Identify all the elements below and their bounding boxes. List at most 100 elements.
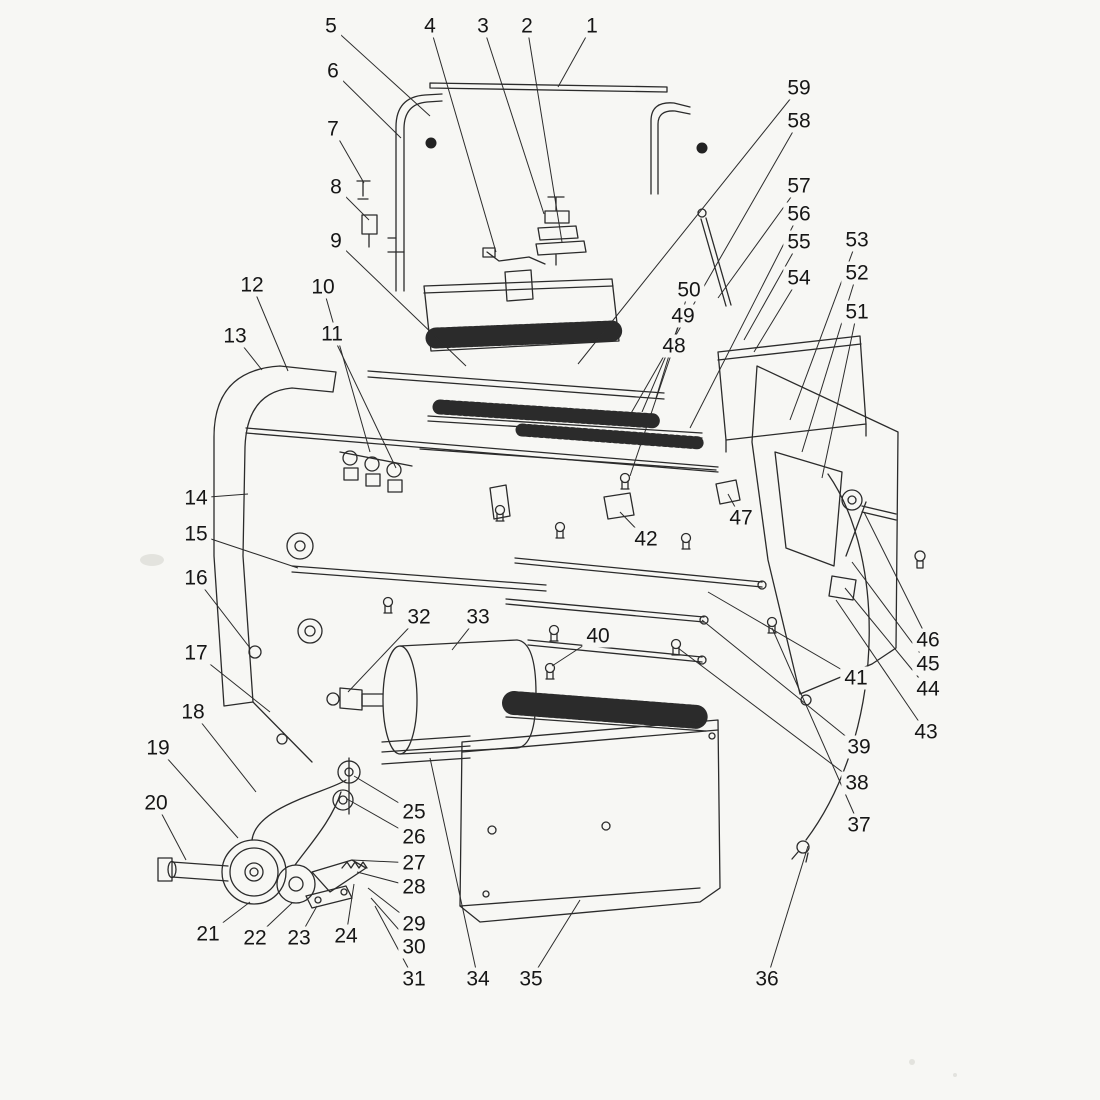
part-number-36: 36: [751, 967, 783, 991]
leader-line-2: [526, 25, 563, 243]
part-number-44: 44: [912, 677, 944, 701]
part-number-18: 18: [177, 700, 209, 724]
part-number-54: 54: [783, 266, 815, 290]
part-number-19: 19: [142, 736, 174, 760]
part-number-58: 58: [783, 109, 815, 133]
part-number-45: 45: [912, 652, 944, 676]
part-number-47: 47: [725, 506, 757, 530]
right-guard-knob: [696, 142, 708, 154]
lower-comb: [502, 691, 710, 729]
power-plug: [796, 840, 810, 854]
part-number-42: 42: [630, 527, 662, 551]
part-number-8: 8: [326, 175, 346, 199]
part-number-37: 37: [843, 813, 875, 837]
hopper: [423, 278, 620, 352]
part-number-12: 12: [236, 273, 268, 297]
scan-smudges: [140, 554, 957, 1077]
leader-line-46: [863, 511, 929, 641]
part-number-59: 59: [783, 76, 815, 100]
leader-line-56: [689, 213, 800, 429]
part-number-24: 24: [330, 924, 362, 948]
part-number-50: 50: [673, 278, 705, 302]
leader-line-9: [335, 240, 467, 367]
leader-line-55: [743, 241, 800, 341]
top-rod: [429, 82, 668, 93]
leader-line-36: [766, 845, 809, 980]
line-art-group: [157, 82, 926, 923]
leader-line-34: [429, 757, 479, 980]
part-number-23: 23: [283, 926, 315, 950]
leader-line-3: [482, 25, 545, 215]
part-number-3: 3: [473, 14, 493, 38]
part-number-4: 4: [420, 14, 440, 38]
leader-line-48: [629, 345, 675, 477]
part-number-53: 53: [841, 228, 873, 252]
part-number-5: 5: [321, 14, 341, 38]
part-number-29: 29: [398, 912, 430, 936]
part-number-57: 57: [783, 174, 815, 198]
part-number-11: 11: [317, 322, 347, 346]
part-number-46: 46: [912, 628, 944, 652]
part-number-10: 10: [307, 275, 339, 299]
leader-line-16: [195, 577, 251, 649]
part-number-26: 26: [398, 825, 430, 849]
part-number-35: 35: [515, 967, 547, 991]
leader-line-59: [577, 87, 800, 365]
part-number-14: 14: [180, 486, 212, 510]
part-number-32: 32: [403, 605, 435, 629]
part-number-33: 33: [462, 605, 494, 629]
part-number-38: 38: [841, 771, 873, 795]
leader-line-41: [707, 591, 857, 679]
leader-line-6: [332, 70, 402, 139]
part-number-55: 55: [783, 230, 815, 254]
part-number-9: 9: [326, 229, 346, 253]
part-number-49: 49: [667, 304, 699, 328]
leader-line-51: [821, 311, 858, 479]
leader-line-18: [192, 711, 257, 793]
leader-line-4: [429, 25, 497, 253]
leader-line-15: [195, 533, 299, 569]
part-number-52: 52: [841, 261, 873, 285]
part-number-6: 6: [323, 59, 343, 83]
leader-line-31: [374, 905, 415, 980]
part-number-43: 43: [910, 720, 942, 744]
leader-line-19: [157, 747, 239, 839]
part-number-27: 27: [398, 851, 430, 875]
part-number-17: 17: [180, 641, 212, 665]
comb-bar-lower: [515, 423, 707, 450]
part-number-30: 30: [398, 935, 430, 959]
leader-line-58: [625, 120, 800, 423]
tension-spring: [341, 861, 368, 869]
part-number-1: 1: [582, 14, 602, 38]
power-cable: [805, 473, 870, 841]
leader-line-54: [753, 277, 800, 353]
leader-line-12: [251, 284, 289, 372]
part-number-7: 7: [323, 117, 343, 141]
part-number-48: 48: [658, 334, 690, 358]
leader-line-32: [347, 616, 420, 693]
part-number-31: 31: [398, 967, 430, 991]
leader-line-38: [677, 647, 858, 784]
leader-line-39: [701, 619, 860, 748]
part-number-34: 34: [462, 967, 494, 991]
leader-line-5: [330, 25, 431, 117]
part-number-41: 41: [840, 666, 872, 690]
leader-line-10: [322, 286, 371, 453]
leader-line-35: [530, 899, 581, 980]
part-number-2: 2: [517, 14, 537, 38]
leader-line-11: [331, 333, 397, 469]
comb-bar-upper: [432, 399, 664, 429]
part-number-39: 39: [843, 735, 875, 759]
part-number-15: 15: [180, 522, 212, 546]
part-number-13: 13: [219, 324, 251, 348]
hopper-comb: [425, 320, 623, 349]
drive-belt: [251, 779, 347, 841]
part-number-56: 56: [783, 202, 815, 226]
leader-line-43: [835, 599, 927, 733]
left-side-panel: [213, 365, 337, 707]
part-number-21: 21: [192, 922, 224, 946]
part-number-51: 51: [841, 300, 873, 324]
